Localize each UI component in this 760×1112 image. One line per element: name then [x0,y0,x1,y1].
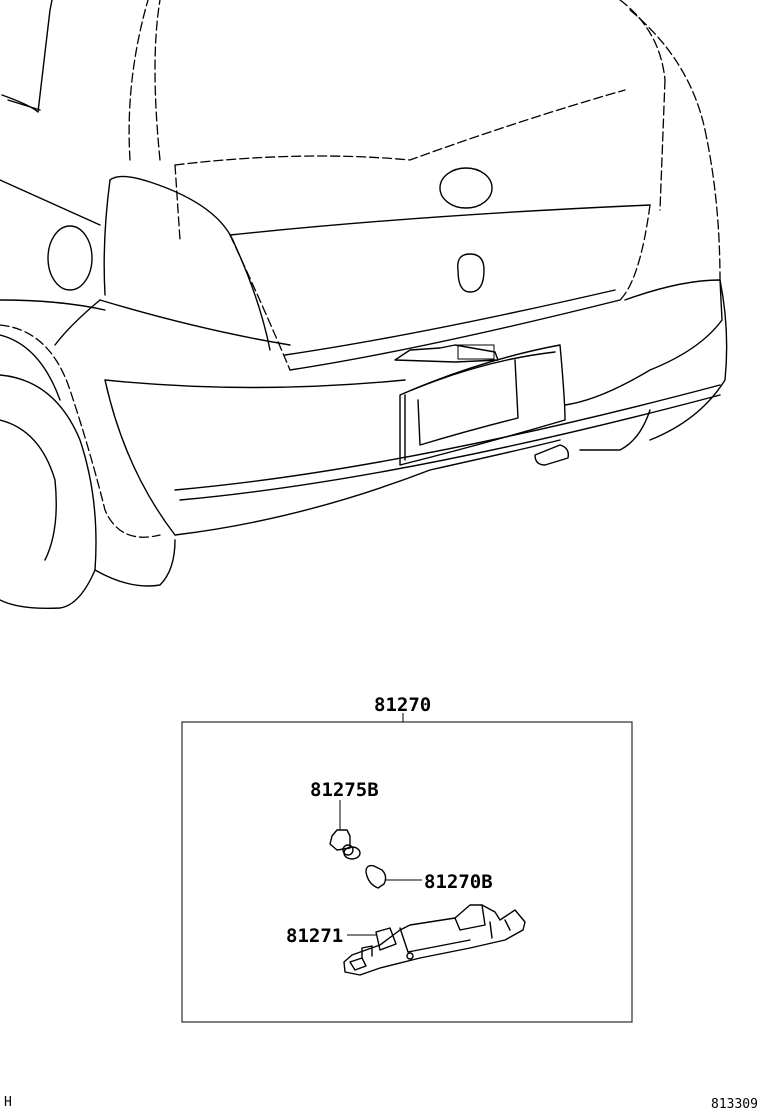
socket-shape [329,829,351,851]
footer-right-code: 813309 [711,1097,758,1112]
parts-box: 81270 [181,694,633,1023]
part-81275b: 81275B [310,779,379,860]
part-label-81270b: 81270B [424,871,493,893]
bulb-shape [365,864,387,889]
footer-left-code: H [4,1095,12,1110]
assembly-part-number: 81270 [374,694,431,716]
part-81271: 81271 [286,904,526,976]
part-label-81275b: 81275B [310,779,379,801]
part-81270b: 81270B [365,864,493,893]
vehicle-rear-illustration [0,0,728,610]
lamp-housing-shape [343,904,526,976]
part-label-81271: 81271 [286,925,343,947]
